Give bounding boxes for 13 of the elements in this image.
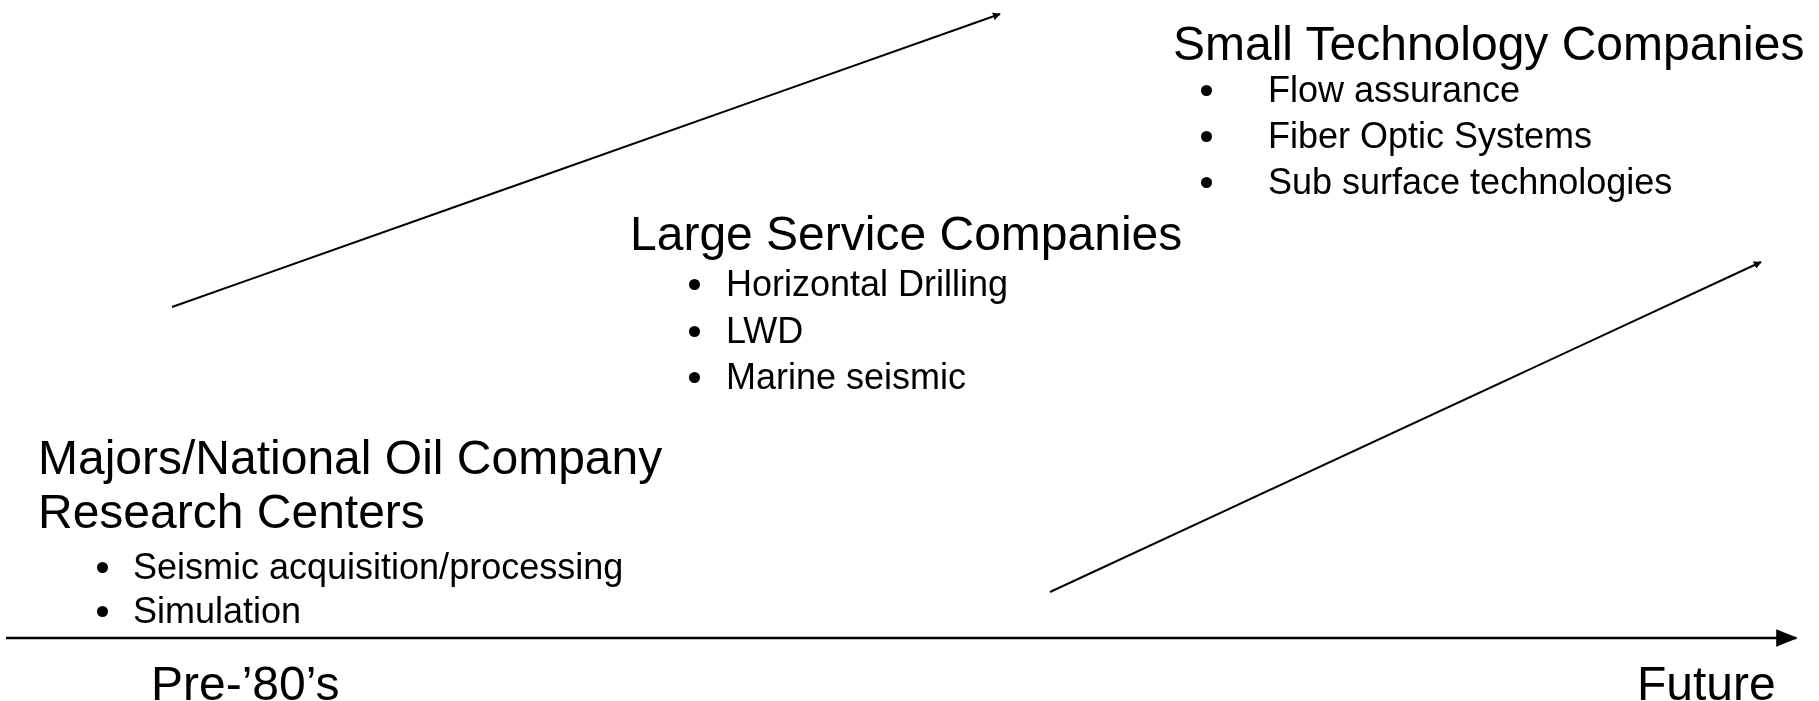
group-heading: Majors/National Oil Company Research Centers — [38, 431, 664, 539]
bullet-item: Seismic acquisition/processing — [133, 545, 624, 589]
group-heading: Small Technology Companies — [1173, 17, 1805, 71]
axis-label: Future — [1637, 660, 1776, 701]
bullet-item: Marine seismic — [726, 355, 967, 399]
bullet-item: LWD — [726, 309, 804, 353]
group-heading: Large Service Companies — [630, 207, 1183, 261]
bullet-item: Simulation — [133, 589, 302, 633]
bullet-item: Fiber Optic Systems — [1268, 114, 1593, 158]
bullet-item: Horizontal Drilling — [726, 262, 1009, 306]
axis-label: Pre-’80’s — [151, 660, 340, 701]
bullet-item: Flow assurance — [1268, 69, 1521, 112]
bullet-item: Sub surface technologies — [1268, 160, 1673, 204]
